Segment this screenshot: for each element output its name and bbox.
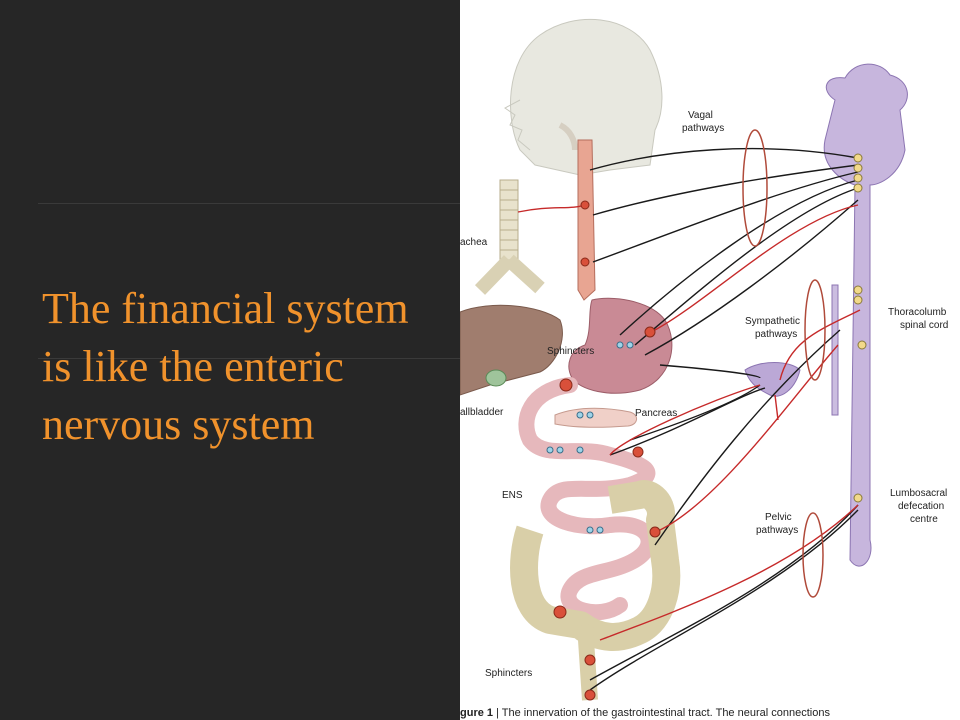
label-gallbladder: allbladder — [460, 407, 504, 418]
pelvic-pathways-oval — [802, 512, 824, 598]
label-pancreas: Pancreas — [635, 408, 677, 419]
head-illustration — [510, 18, 663, 176]
colon-illustration — [510, 480, 681, 651]
label-sympathetic-pathways-1: Sympathetic — [745, 316, 800, 327]
label-ens: ENS — [502, 490, 523, 501]
divider-line-middle — [38, 358, 460, 359]
sympathetic-ganglion — [744, 362, 801, 397]
label-lumbosacral-2: defecation — [898, 501, 944, 512]
face-profile — [504, 99, 531, 151]
slide-title-line-3: nervous system — [42, 400, 315, 449]
figure-panel: Vagal pathways achea Sphincters Sympathe… — [460, 0, 960, 720]
label-pelvic-pathways-2: pathways — [756, 525, 798, 536]
caption-text: | The innervation of the gastrointestina… — [496, 707, 830, 719]
slide-title: The financial system is like the enteric… — [42, 280, 452, 454]
slide-title-line-2: is like the enteric — [42, 342, 344, 391]
trachea-illustration — [474, 179, 545, 295]
vagal-pathways-oval — [742, 129, 768, 247]
label-vagal-pathways-1: Vagal — [688, 110, 713, 121]
innervation-diagram: Vagal pathways achea Sphincters Sympathe… — [460, 18, 948, 701]
sympathetic-pathways-oval — [804, 279, 826, 381]
label-vagal-pathways-2: pathways — [682, 123, 724, 134]
esophagus — [577, 139, 596, 301]
slide-title-line-1: The financial system — [42, 284, 409, 333]
figure-caption: gure 1 | The innervation of the gastroin… — [460, 706, 960, 720]
pancreas-illustration — [554, 407, 637, 428]
vagal-nerve-lines — [589, 147, 859, 691]
caption-prefix: gure 1 — [460, 707, 494, 719]
neuron-nodes — [546, 153, 867, 701]
label-thoracolumbar-1: Thoracolumb — [888, 307, 947, 318]
brainstem-spinal-cord — [823, 63, 908, 567]
label-sympathetic-pathways-2: pathways — [755, 329, 797, 340]
label-thoracolumbar-2: spinal cord — [900, 320, 948, 331]
gallbladder-illustration — [485, 369, 507, 387]
label-pelvic-pathways-1: Pelvic — [765, 512, 792, 523]
label-lumbosacral-1: Lumbosacral — [890, 488, 947, 499]
label-sphincters-lower: Sphincters — [485, 668, 532, 679]
oral-cavity — [558, 122, 578, 151]
label-lumbosacral-3: centre — [910, 514, 938, 525]
divider-line-top — [38, 203, 460, 204]
label-trachea: achea — [460, 237, 488, 248]
label-sphincters-upper: Sphincters — [547, 346, 594, 357]
liver-illustration — [460, 304, 563, 396]
title-panel: The financial system is like the enteric… — [0, 0, 460, 720]
efferent-nerve-lines — [517, 204, 861, 641]
sympathetic-chain — [831, 284, 839, 416]
